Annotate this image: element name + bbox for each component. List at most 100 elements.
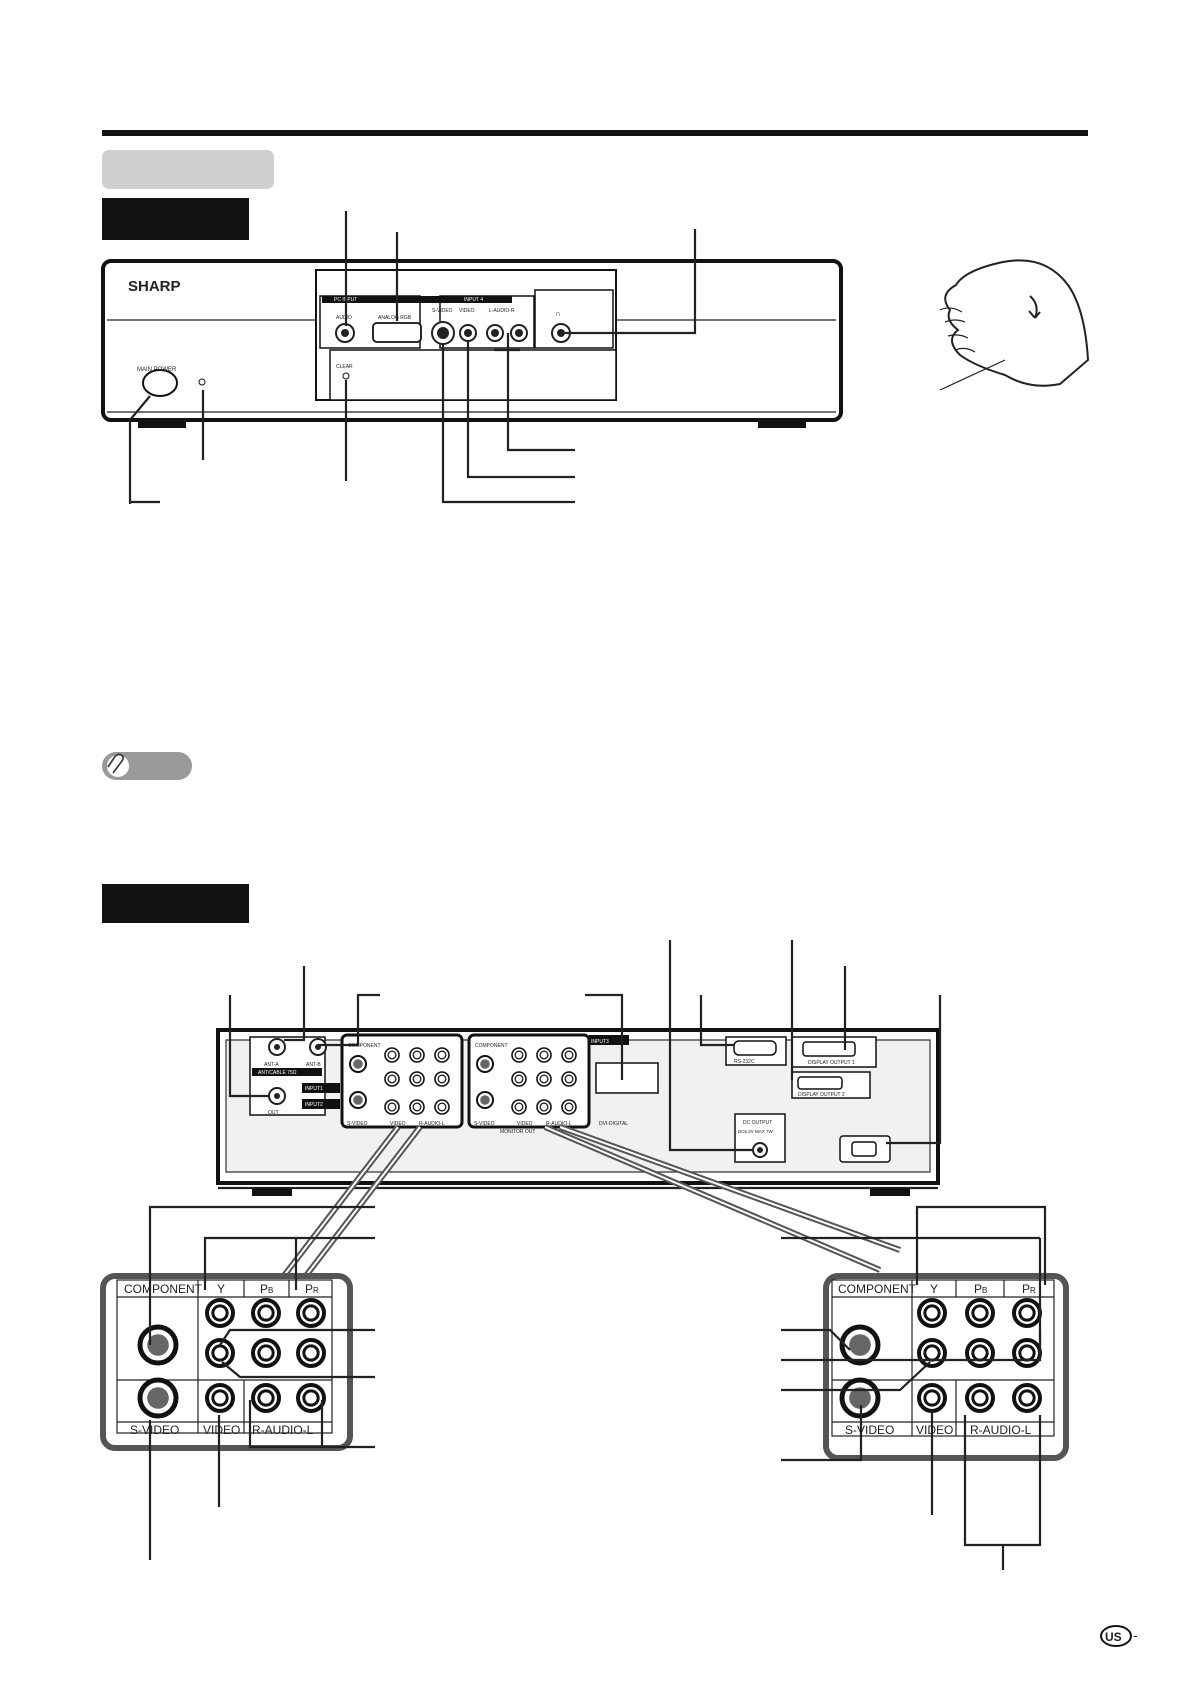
main-power-label: MAIN POWER bbox=[137, 367, 177, 373]
rear-component-label-1: COMPONENT bbox=[348, 1043, 381, 1049]
rs232c-label: RS-232C bbox=[734, 1059, 755, 1065]
clear-label: CLEAR bbox=[336, 364, 353, 370]
input4-label: INPUT 4 bbox=[464, 297, 483, 303]
rear-video-label-2: VIDEO bbox=[517, 1121, 533, 1127]
detail-right-jack-0-1 bbox=[965, 1298, 995, 1328]
detail-left-jack-2-1 bbox=[251, 1383, 281, 1413]
rear-jack-a-2-0 bbox=[384, 1099, 400, 1115]
detail-left-video-jack bbox=[205, 1383, 235, 1413]
detail-right-pb-label: PB bbox=[974, 1282, 987, 1296]
front-unit-drawing bbox=[101, 259, 843, 428]
detail-left-y-label: Y bbox=[217, 1282, 225, 1296]
front-laudio-label: L-AUDIO-R bbox=[489, 308, 515, 314]
front-audio-label: AUDIO bbox=[336, 315, 352, 321]
detail-left-jack-1-0 bbox=[205, 1338, 235, 1368]
note-badge bbox=[102, 752, 192, 780]
rear-svideo-jack-b-2 bbox=[476, 1091, 494, 1109]
paperclip-icon bbox=[107, 753, 125, 774]
detail-right-component-label: COMPONENT bbox=[838, 1282, 917, 1296]
detail-left-svideo-jack-1 bbox=[137, 1324, 179, 1366]
detail-right-jack-2-1 bbox=[965, 1383, 995, 1413]
input3-label: INPUT3 bbox=[591, 1039, 609, 1045]
page-badge-text: US bbox=[1105, 1630, 1122, 1644]
rear-svideo-label-2: S-VIDEO bbox=[474, 1121, 495, 1127]
analog-rgb-label: ANALOG RGB bbox=[378, 315, 412, 321]
detail-right-jack-1-1 bbox=[965, 1338, 995, 1368]
rear-jack-b-2-2 bbox=[561, 1099, 577, 1115]
ant-b-label: ANT-B bbox=[306, 1062, 321, 1068]
detail-left-leader-lines bbox=[148, 1205, 375, 1560]
detail-right-svideo-jack-1 bbox=[839, 1324, 881, 1366]
rear-jack-a-1-0 bbox=[384, 1071, 400, 1087]
front-svideo-label: S-VIDEO bbox=[432, 308, 453, 314]
rear-video-label-1: VIDEO bbox=[390, 1121, 406, 1127]
zoom-callout-lines bbox=[270, 1124, 902, 1292]
rear-jack-a-0-2 bbox=[434, 1047, 450, 1063]
rear-unit-drawing bbox=[216, 1028, 940, 1196]
brand-logo: SHARP bbox=[128, 278, 181, 295]
detail-left-pr-label: PR bbox=[305, 1282, 319, 1296]
detail-right-jack-0-2 bbox=[1012, 1298, 1042, 1328]
rear-jack-b-2-0 bbox=[511, 1099, 527, 1115]
rear-jack-a-0-0 bbox=[384, 1047, 400, 1063]
top-rule bbox=[102, 130, 1088, 136]
rear-component-label-2: COMPONENT bbox=[475, 1043, 508, 1049]
rear-jack-b-1-0 bbox=[511, 1071, 527, 1087]
detail-left-jack-0-0 bbox=[205, 1298, 235, 1328]
out-label: OUT bbox=[268, 1110, 279, 1116]
rear-jack-a-2-2 bbox=[434, 1099, 450, 1115]
front-video-label: VIDEO bbox=[459, 308, 475, 314]
page-dash: - bbox=[1133, 1627, 1138, 1643]
detail-right-jack-0-0 bbox=[917, 1298, 947, 1328]
rear-raudio-label-2: R-AUDIO-L bbox=[546, 1121, 572, 1127]
detail-right-jack-1-2 bbox=[1012, 1338, 1042, 1368]
rear-jack-b-1-1 bbox=[536, 1071, 552, 1087]
input1-label: INPUT1 bbox=[305, 1086, 323, 1092]
rear-jack-b-0-0 bbox=[511, 1047, 527, 1063]
detail-left-svideo-label: S-VIDEO bbox=[130, 1423, 179, 1437]
rear-jack-b-1-2 bbox=[561, 1071, 577, 1087]
rear-jack-b-0-2 bbox=[561, 1047, 577, 1063]
detail-left-jack-0-1 bbox=[251, 1298, 281, 1328]
rear-jack-b-2-1 bbox=[536, 1099, 552, 1115]
detail-left-raudio-label: R-AUDIO-L bbox=[252, 1423, 314, 1437]
rear-jack-a-2-1 bbox=[409, 1099, 425, 1115]
detail-right-video-label: VIDEO bbox=[916, 1423, 953, 1437]
detail-left-jack-2-2 bbox=[296, 1383, 326, 1413]
rear-jack-a-0-1 bbox=[409, 1047, 425, 1063]
rear-svideo-jack-b-1 bbox=[476, 1055, 494, 1073]
detail-left-video-label: VIDEO bbox=[203, 1423, 240, 1437]
dvi-digital-label: DVI-DIGITAL bbox=[599, 1121, 628, 1127]
detail-left-jack-0-2 bbox=[296, 1298, 326, 1328]
detail-right-jack-1-0 bbox=[917, 1338, 947, 1368]
input2-label: INPUT2 bbox=[305, 1102, 323, 1108]
detail-right-y-label: Y bbox=[930, 1282, 938, 1296]
detail-left-jack-1-2 bbox=[296, 1338, 326, 1368]
headphone-icon: ∩ bbox=[555, 309, 561, 318]
display-output-1-label: DISPLAY OUTPUT 1 bbox=[808, 1060, 855, 1066]
page-badge: US - bbox=[1100, 1625, 1138, 1647]
detail-right-raudio-label: R-AUDIO-L bbox=[970, 1423, 1032, 1437]
detail-left-jacks bbox=[137, 1298, 326, 1419]
dc-output-spec-label: DC6.2V MAX 7W bbox=[738, 1129, 774, 1134]
section-tab bbox=[102, 150, 274, 189]
detail-right-jack-2-2 bbox=[1012, 1383, 1042, 1413]
hand-opening-cover-illustration bbox=[939, 259, 1090, 391]
detail-right-pr-label: PR bbox=[1022, 1282, 1036, 1296]
rear-raudio-label-1: R-AUDIO-L bbox=[419, 1121, 445, 1127]
rear-svideo-label-1: S-VIDEO bbox=[347, 1121, 368, 1127]
detail-right-leader-lines bbox=[781, 1205, 1047, 1570]
rear-jack-a-1-1 bbox=[409, 1071, 425, 1087]
front-view-heading-bar bbox=[102, 198, 249, 240]
rear-svideo-jack-a-1 bbox=[349, 1055, 367, 1073]
rear-leader-lines bbox=[228, 940, 942, 1152]
rear-jack-grid bbox=[349, 1047, 577, 1115]
detail-left-svideo-jack-2 bbox=[137, 1377, 179, 1419]
rear-svideo-jack-a-2 bbox=[349, 1091, 367, 1109]
detail-right-svideo-label: S-VIDEO bbox=[845, 1423, 894, 1437]
rear-jack-a-1-2 bbox=[434, 1071, 450, 1087]
ant-cable-label: ANT/CABLE 75Ω bbox=[258, 1070, 297, 1076]
detail-left-pb-label: PB bbox=[260, 1282, 273, 1296]
monitor-out-label: MONITOR OUT bbox=[500, 1129, 535, 1135]
detail-right-jack-2-0 bbox=[917, 1383, 947, 1413]
